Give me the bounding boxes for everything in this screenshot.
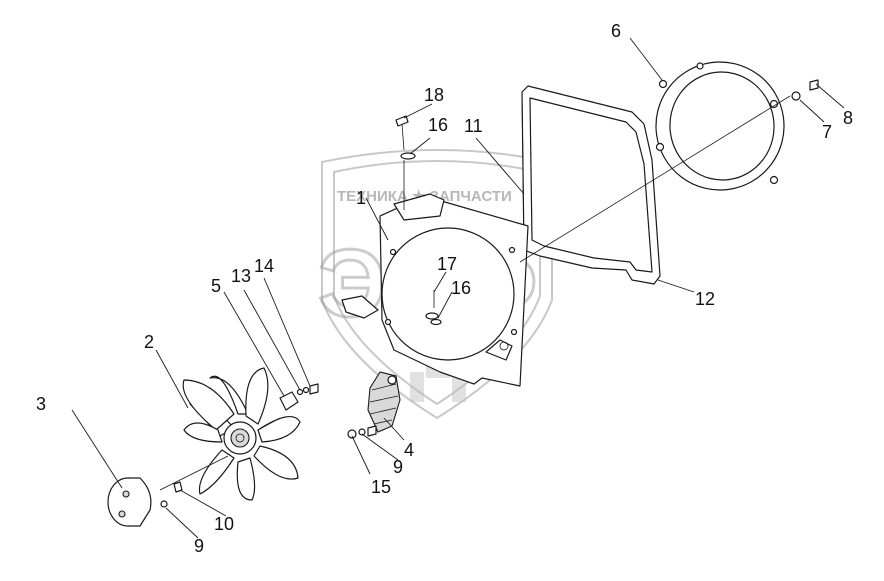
label-3: 3 <box>36 394 46 414</box>
label-16-center: 16 <box>451 278 471 298</box>
label-5: 5 <box>211 276 221 296</box>
label-15: 15 <box>371 477 391 497</box>
part-6-ring <box>655 61 785 191</box>
fasteners <box>160 79 819 508</box>
part-2-fan <box>182 367 301 501</box>
label-16-upper: 16 <box>428 115 448 135</box>
leader-lines <box>71 37 845 539</box>
label-9-right: 9 <box>393 457 403 477</box>
label-18: 18 <box>424 85 444 105</box>
part-3-hub <box>107 477 152 527</box>
part-1-shroud <box>341 193 529 387</box>
label-14: 14 <box>254 256 274 276</box>
label-2: 2 <box>144 332 154 352</box>
label-12: 12 <box>695 289 715 309</box>
assembly-axes <box>159 95 791 491</box>
label-17: 17 <box>437 254 457 274</box>
label-7: 7 <box>822 122 832 142</box>
label-9-lower: 9 <box>194 536 204 556</box>
label-8: 8 <box>843 108 853 128</box>
label-10: 10 <box>214 514 234 534</box>
callout-labels: 1 2 3 4 5 6 7 8 9 9 10 11 12 13 14 15 16… <box>36 21 853 556</box>
label-13: 13 <box>231 266 251 286</box>
label-11: 11 <box>464 116 483 136</box>
label-6: 6 <box>611 21 621 41</box>
label-4: 4 <box>404 440 414 460</box>
label-1: 1 <box>356 188 366 208</box>
part-4-grille <box>367 371 401 433</box>
part-12-frame <box>521 85 661 285</box>
